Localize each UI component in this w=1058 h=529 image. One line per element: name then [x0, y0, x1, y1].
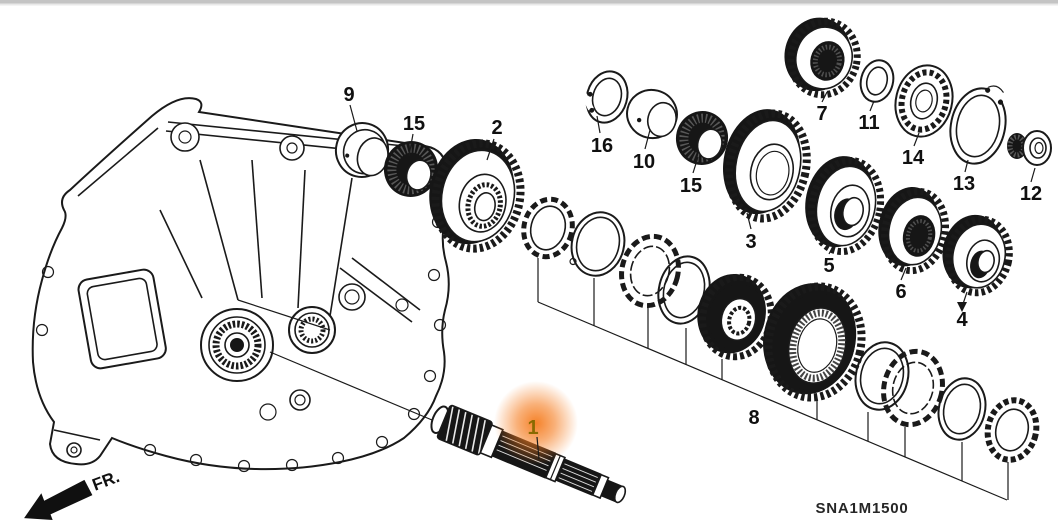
diagram-code: SNA1M1500: [815, 500, 908, 517]
part-10-sleeve: 10: [626, 88, 678, 173]
part-6-gear: 6: [878, 186, 950, 303]
callout-3[interactable]: 3: [745, 231, 756, 253]
callout-4[interactable]: 4: [956, 309, 968, 331]
callout-13[interactable]: 13: [953, 173, 975, 195]
callout-8[interactable]: 8: [748, 407, 759, 429]
callout-7[interactable]: 7: [816, 103, 827, 125]
part-5-gear: 5: [805, 156, 885, 277]
part-2-gear: 2: [429, 117, 525, 253]
part-14-ball-bearing: 14: [894, 64, 954, 169]
part-12-plug-bolt: 12: [1007, 130, 1052, 205]
top-border: [0, 0, 1058, 4]
callout-6[interactable]: 6: [895, 281, 906, 303]
part-7-gear: 7: [784, 17, 861, 125]
part-15b-needle-bearing: 15: [675, 111, 729, 197]
callout-2[interactable]: 2: [491, 117, 502, 139]
front-direction-arrow: FR.: [24, 467, 122, 520]
part-1-highlight-glow: [494, 381, 578, 465]
case-window: [77, 268, 167, 370]
part-1-mainshaft: 1: [430, 381, 627, 504]
callout-14[interactable]: 14: [902, 147, 925, 169]
part-16-snap-ring: 16: [581, 70, 629, 157]
part-9-collar: 9: [334, 84, 390, 178]
callout-9[interactable]: 9: [343, 84, 354, 106]
part-13-snap-ring: 13: [949, 84, 1007, 195]
callout-1[interactable]: 1: [527, 417, 538, 439]
part-15a-needle-bearing: 15: [383, 113, 439, 197]
callout-10[interactable]: 10: [633, 151, 655, 173]
part-4-gear: 4: [942, 214, 1013, 331]
case-bearing-bore: [200, 308, 274, 382]
part-11-ring: 11: [858, 59, 895, 134]
callout-15b[interactable]: 15: [680, 175, 702, 197]
callout-12[interactable]: 12: [1020, 183, 1042, 205]
part-8-synchro-group: 8: [521, 196, 1040, 501]
callout-5[interactable]: 5: [823, 255, 834, 277]
top-border-shade: [0, 3, 1058, 6]
part-8-bracket: [537, 258, 1009, 501]
part-3-gear: 3: [723, 109, 811, 253]
transmission-case-drawing: [31, 97, 450, 473]
callout-11[interactable]: 11: [858, 112, 879, 134]
callout-15a[interactable]: 15: [403, 113, 425, 135]
callout-16[interactable]: 16: [591, 135, 613, 157]
front-direction-label: FR.: [90, 467, 122, 495]
arrow-left-icon: [24, 479, 93, 520]
